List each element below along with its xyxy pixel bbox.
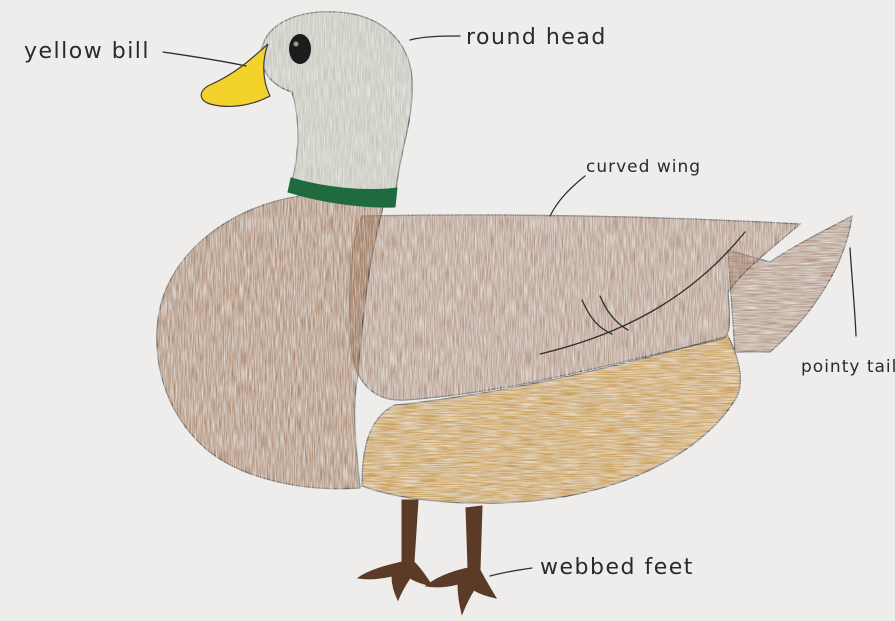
- label-pointy-tail: pointy tail: [801, 357, 895, 377]
- label-yellow-bill: yellow bill: [24, 39, 150, 64]
- label-webbed-feet: webbed feet: [540, 555, 694, 580]
- eye-highlight: [294, 42, 299, 47]
- duck-eye: [289, 34, 311, 64]
- label-curved-wing: curved wing: [586, 157, 701, 177]
- label-round-head: round head: [466, 25, 607, 50]
